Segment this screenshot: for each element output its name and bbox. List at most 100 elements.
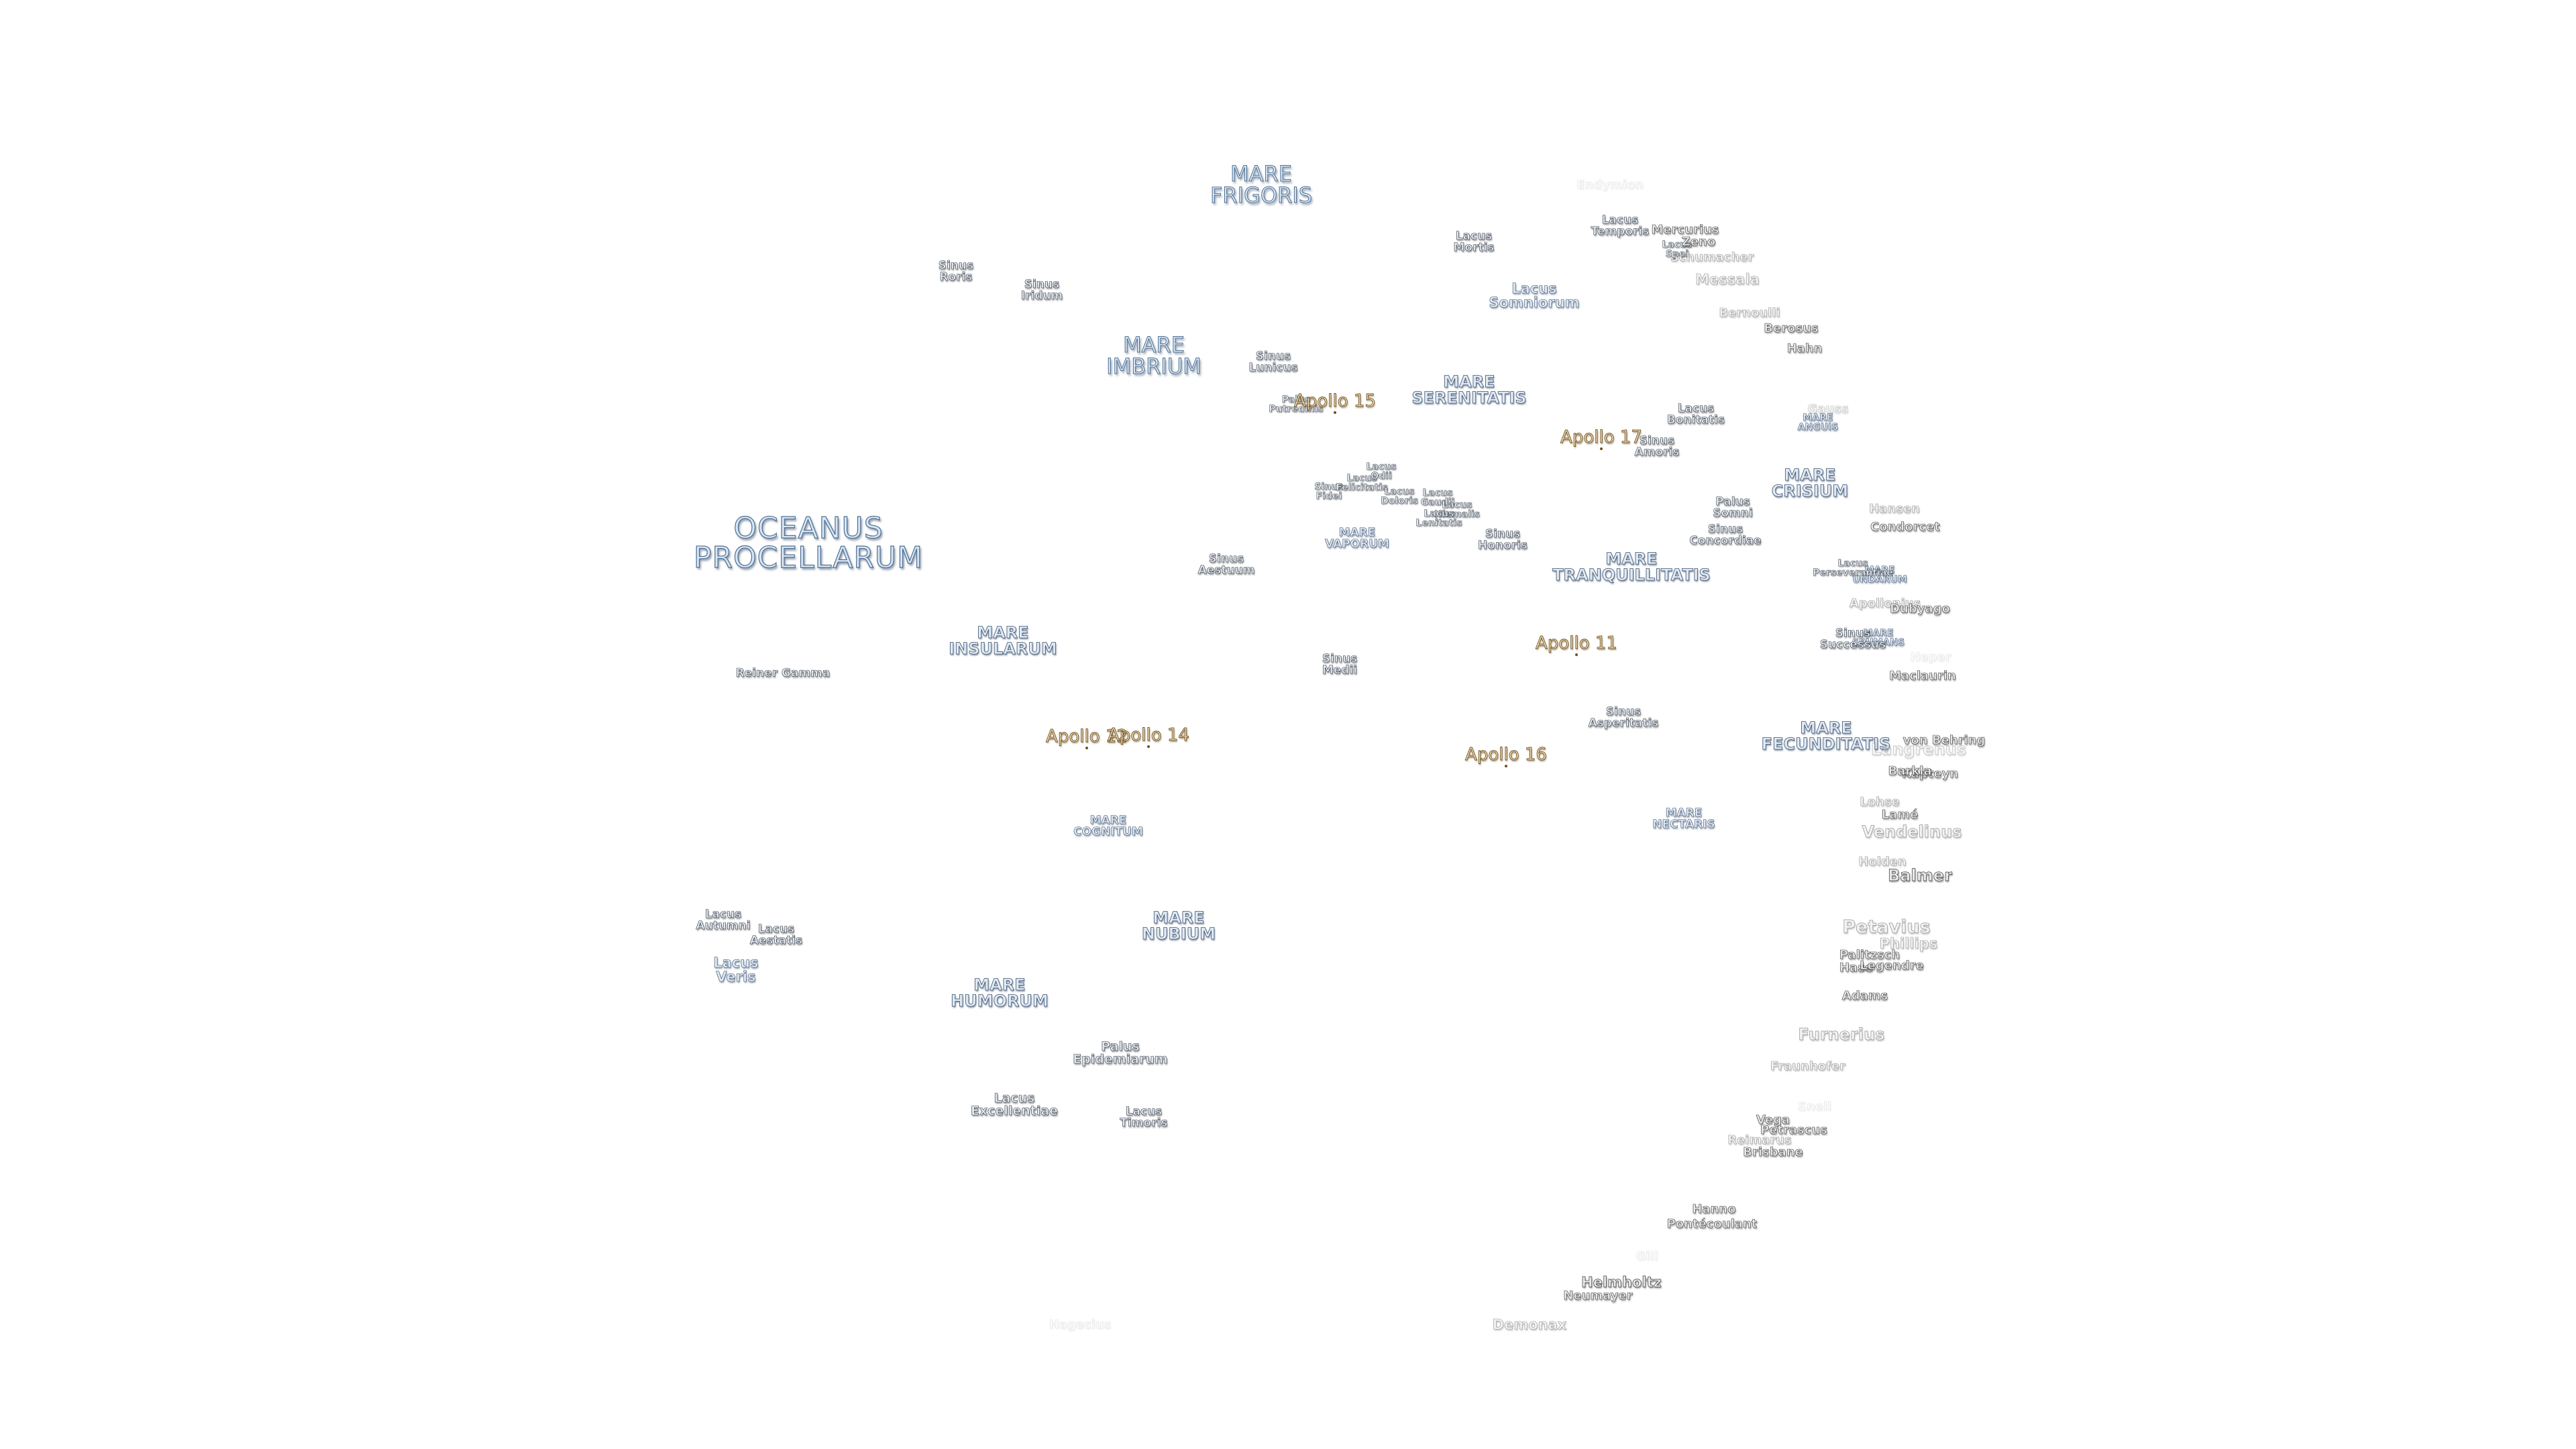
lacus-temporis-label: Lacus Temporis — [1591, 213, 1650, 238]
apollo-11-site: Apollo 11 — [1536, 635, 1617, 656]
palus-somni-label: Palus Somni — [1713, 495, 1753, 520]
landing-site-marker-icon — [1505, 765, 1507, 767]
lacus-gaudii-label: Lacus Gaudii — [1420, 488, 1455, 508]
crater-helmholtz-label: Helmholtz — [1581, 1274, 1662, 1291]
apollo-12-label: Apollo 12 — [1046, 727, 1128, 747]
lacus-bonitatis-label: Lacus Bonitatis — [1666, 402, 1725, 427]
sinus-medii-label: Sinus Medii — [1322, 652, 1358, 677]
landing-site-marker-icon — [1575, 653, 1578, 656]
reiner-gamma-label: Reiner Gamma — [735, 666, 830, 680]
sinus-concordiae-label: Sinus Concordiae — [1689, 523, 1762, 547]
mare-imbrium-label: MARE IMBRIUM — [1106, 332, 1202, 379]
apollo-12-site: Apollo 12 — [1046, 728, 1128, 749]
crater-palitzsch-label: Palitzsch — [1839, 948, 1900, 962]
crater-kapteyn-label: Kapteyn — [1901, 767, 1959, 781]
lacus-autumni-label: Lacus Autumni — [696, 908, 751, 932]
crater-demonax-label: Demonax — [1492, 1316, 1567, 1333]
lacus-hiemalis-label: Lacus Hiemalis — [1434, 500, 1480, 520]
crater-neumayer-label: Neumayer — [1563, 1289, 1633, 1303]
mare-frigoris-label: MARE FRIGORIS — [1210, 161, 1313, 208]
crater-furnerius-label: Furnerius — [1798, 1025, 1885, 1044]
apollo-16-site: Apollo 16 — [1465, 746, 1547, 767]
mare-nectaris-label: MARE NECTARIS — [1652, 806, 1715, 831]
crater-reimarus-label: Reimarus — [1727, 1133, 1792, 1147]
crater-brisbane-label: Brisbane — [1743, 1145, 1803, 1159]
sinus-lunicus-label: Sinus Lunicus — [1248, 350, 1298, 374]
crater-dubyago-label: Dubyago — [1890, 602, 1950, 616]
lacus-lenitatis-label: Lacus Lenitatis — [1415, 508, 1462, 529]
palus-epidemiarum-label: Palus Epidemiarum — [1073, 1039, 1168, 1067]
crater-gauss-label: Gauss — [1807, 402, 1849, 416]
crater-mercurius-label: Mercurius — [1651, 223, 1719, 237]
palus-putredinis-label: Palus Putredinis — [1269, 394, 1324, 415]
mare-insularum-label: MARE INSULARUM — [949, 623, 1057, 658]
crater-balmer-label: Balmer — [1888, 866, 1953, 885]
landing-site-marker-icon — [1334, 411, 1336, 414]
crater-lohse-label: Lohse — [1860, 795, 1900, 809]
crater-langrenus-label: Langrenus — [1870, 740, 1967, 759]
crater-adams-label: Adams — [1841, 989, 1888, 1003]
crater-apollonius-label: Apollonius — [1849, 596, 1921, 610]
sinus-amoris-label: Sinus Amoris — [1634, 434, 1680, 459]
apollo-11-label: Apollo 11 — [1536, 633, 1618, 653]
lacus-perseverantiae-label: Lacus Perseverantiae — [1813, 558, 1893, 578]
crater-hahn-label: Hahn — [1786, 341, 1823, 356]
crater-hansen-label: Hansen — [1869, 502, 1920, 516]
crater-legendre-label: Legendre — [1860, 959, 1924, 973]
crater-maclaurin-label: Maclaurin — [1889, 669, 1956, 683]
sinus-fidei-label: Sinus Fidei — [1314, 482, 1344, 502]
crater-zeno-label: Zeno — [1681, 235, 1716, 249]
mare-crisium-label: MARE CRISIUM — [1771, 466, 1849, 500]
sinus-aestuum-label: Sinus Aestuum — [1197, 552, 1255, 577]
mare-cognitum-label: MARE COGNITUM — [1073, 814, 1143, 839]
crater-hagecius-label: Hagecius — [1049, 1318, 1112, 1332]
crater-pontecoulant-label: Pontécoulant — [1666, 1217, 1758, 1231]
crater-lame-label: Lamé — [1881, 808, 1919, 822]
crater-barkla-label: Barkla — [1888, 764, 1932, 778]
crater-messala-label: Messala — [1695, 271, 1760, 288]
lacus-spei-label: Lacus Spei — [1662, 239, 1693, 260]
crater-holden-label: Holden — [1858, 855, 1907, 869]
crater-gill-label: Gill — [1635, 1249, 1658, 1263]
crater-endymion-label: Endymion — [1576, 178, 1644, 192]
crater-condorcet-label: Condorcet — [1870, 520, 1941, 534]
crater-vega-label: Vega — [1756, 1113, 1790, 1127]
crater-neper-label: Neper — [1910, 650, 1951, 664]
lacus-aestatis-label: Lacus Aestatis — [749, 922, 803, 947]
apollo-15-site: Apollo 15 — [1294, 392, 1376, 414]
crater-snell-label: Snell — [1797, 1099, 1832, 1114]
mare-vaporum-label: MARE VAPORUM — [1325, 526, 1389, 551]
crater-petrascus-label: Petrascus — [1760, 1123, 1828, 1137]
landing-site-marker-icon — [1600, 447, 1603, 450]
mare-nubium-label: MARE NUBIUM — [1141, 908, 1216, 943]
crater-petavius-label: Petavius — [1842, 916, 1931, 938]
mare-anguis-label: MARE ANGUIS — [1797, 413, 1839, 433]
crater-berosus-label: Berosus — [1764, 321, 1819, 335]
mare-undarum-label: MARE UNDARUM — [1852, 565, 1907, 585]
landing-site-marker-icon — [1147, 745, 1150, 748]
apollo-17-label: Apollo 17 — [1560, 427, 1643, 447]
lacus-excellentiae-label: Lacus Excellentiae — [970, 1091, 1059, 1118]
crater-hanno-label: Hanno — [1692, 1202, 1736, 1216]
sinus-honoris-label: Sinus Honoris — [1477, 527, 1528, 552]
lacus-doloris-label: Lacus Doloris — [1381, 486, 1418, 506]
crater-schumacher-label: Schumacher — [1670, 250, 1754, 264]
crater-von-behring-label: von Behring — [1902, 733, 1986, 747]
sinus-asperitatis-label: Sinus Asperitatis — [1588, 705, 1659, 730]
lacus-odii-label: Lacus Odii — [1366, 462, 1397, 482]
crater-bernoulli-label: Bernoulli — [1719, 306, 1780, 320]
lacus-mortis-label: Lacus Mortis — [1453, 229, 1495, 254]
apollo-14-site: Apollo 14 — [1108, 727, 1189, 748]
mare-humorum-label: MARE HUMORUM — [951, 975, 1049, 1010]
crater-phillips-label: Phillips — [1879, 935, 1938, 952]
crater-fraunhofer-label: Fraunhofer — [1770, 1059, 1846, 1073]
apollo-17-site: Apollo 17 — [1560, 429, 1642, 450]
lacus-timoris-label: Lacus Timoris — [1120, 1105, 1168, 1130]
sinus-successus-label: Sinus Successus — [1819, 627, 1886, 651]
sinus-roris-label: Sinus Roris — [938, 259, 974, 284]
oceanus-procellarum-label: OCEANUS PROCELLARUM — [693, 511, 924, 575]
mare-fecunditatis-label: MARE FECUNDITATIS — [1761, 718, 1891, 753]
sinus-iridum-label: Sinus Iridum — [1020, 278, 1063, 303]
lacus-felicitatis-label: Lacus Felicitatis — [1336, 473, 1388, 493]
